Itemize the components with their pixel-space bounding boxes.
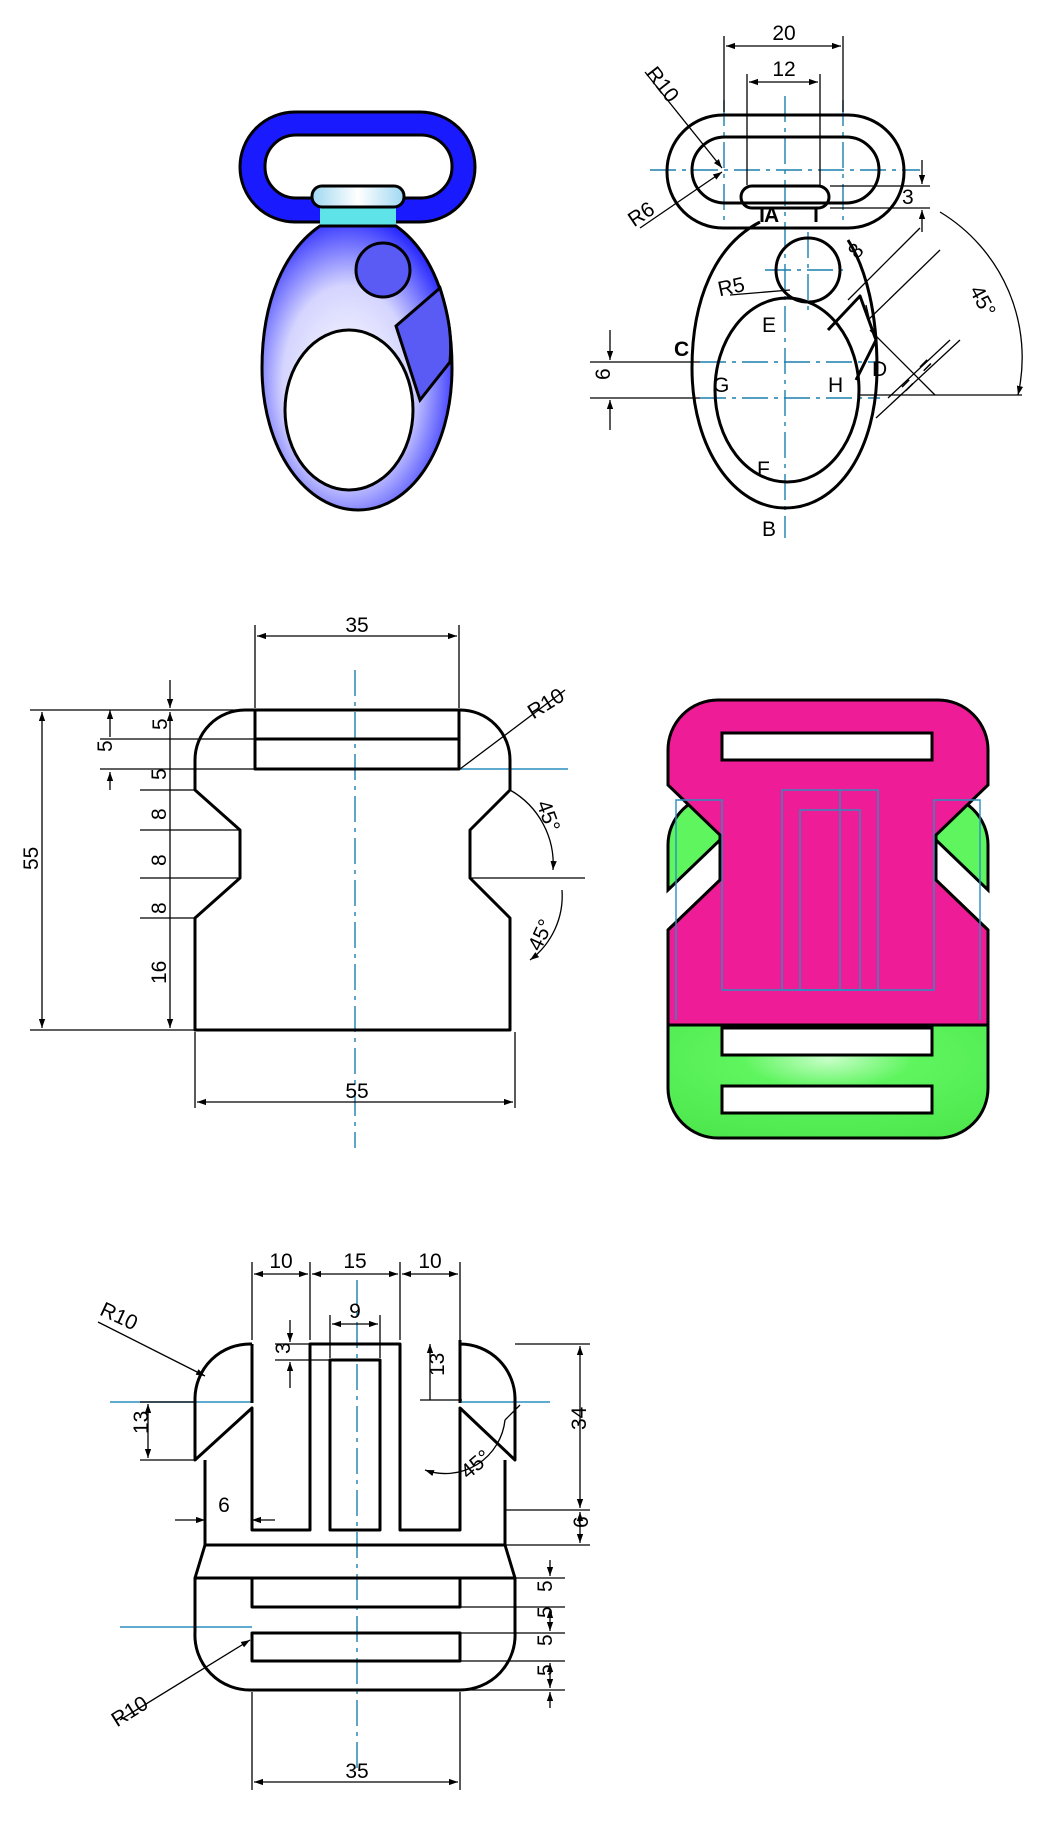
dim-5-c: 5 <box>148 768 171 780</box>
dim-45-a: 45° <box>532 797 564 835</box>
point-h: H <box>828 374 843 397</box>
dim-55-left: 55 <box>20 847 43 870</box>
buckle-slot-top <box>720 731 934 762</box>
dim-r5: R5 <box>716 273 747 301</box>
dim-10-left: 10 <box>269 1250 292 1273</box>
clip-pivot-colored <box>354 241 412 299</box>
clip-lever-colored <box>394 285 453 404</box>
point-c: C <box>674 338 689 361</box>
clip-opening-colored <box>283 328 415 492</box>
swivel-clip-colored <box>238 110 477 512</box>
dim-12: 12 <box>772 58 795 81</box>
point-g: G <box>713 374 729 397</box>
dim-6-inner: 6 <box>218 1494 230 1517</box>
dim-9: 9 <box>349 1300 361 1323</box>
dim-35-bottom: 35 <box>345 1760 368 1783</box>
dim-45deg: 45° <box>456 1446 495 1484</box>
dim-3: 3 <box>902 186 914 209</box>
dim-6-right: 6 <box>570 1516 593 1528</box>
clip-slot-colored <box>310 184 406 209</box>
dim-5-a: 5 <box>534 1580 557 1592</box>
dim-34: 34 <box>568 1406 591 1430</box>
dim-r10: R10 <box>524 684 569 724</box>
dim-8-b: 8 <box>148 854 171 866</box>
buckle-pink-body <box>666 698 990 1027</box>
dim-5-a: 5 <box>149 718 172 730</box>
dim-13-left: 13 <box>130 1411 153 1434</box>
buckle-top-drawing: 10 15 10 9 3 13 13 34 6 6 5 5 5 5 35 R10… <box>96 1250 593 1790</box>
dim-r10-bottom: R10 <box>107 1692 152 1732</box>
dim-13-right: 13 <box>426 1353 449 1376</box>
point-f: F <box>757 458 770 481</box>
buckle-front-drawing: 35 55 55 5 5 5 8 8 8 16 R10 45° 45° <box>20 614 585 1148</box>
point-d: D <box>872 358 887 381</box>
dim-r10: R10 <box>641 62 683 107</box>
dim-5-d: 5 <box>534 1664 557 1676</box>
dim-5-b: 5 <box>94 740 117 752</box>
dim-6: 6 <box>592 368 615 380</box>
dim-3: 3 <box>272 1342 295 1354</box>
buckle-slot-bottom <box>720 1084 934 1115</box>
dim-r6: R6 <box>624 198 659 232</box>
buckle-colored <box>666 698 990 1140</box>
dim-45-b: 45° <box>524 916 558 955</box>
point-b: B <box>762 518 776 541</box>
buckle-slot-mid <box>720 1026 934 1057</box>
dim-10-right: 10 <box>418 1250 441 1273</box>
dim-equal-2: = <box>913 353 938 378</box>
dim-5-b: 5 <box>534 1606 557 1618</box>
dim-20: 20 <box>772 22 795 45</box>
dim-55-bottom: 55 <box>345 1080 368 1103</box>
dim-8-a: 8 <box>148 808 171 820</box>
dim-15: 15 <box>343 1250 366 1273</box>
dim-r10-top: R10 <box>96 1298 141 1335</box>
point-a: A <box>764 204 779 227</box>
swivel-clip-drawing: 20 12 R10 R6 3 8 R5 45° 6 = = A B C D E … <box>590 22 1024 541</box>
dim-16: 16 <box>148 961 171 984</box>
dim-8-c: 8 <box>148 902 171 914</box>
dim-5-c: 5 <box>534 1634 557 1646</box>
dim-8: 8 <box>844 239 869 264</box>
point-e: E <box>762 314 776 337</box>
dim-35-top: 35 <box>345 614 368 637</box>
dim-45deg: 45° <box>965 282 1000 321</box>
